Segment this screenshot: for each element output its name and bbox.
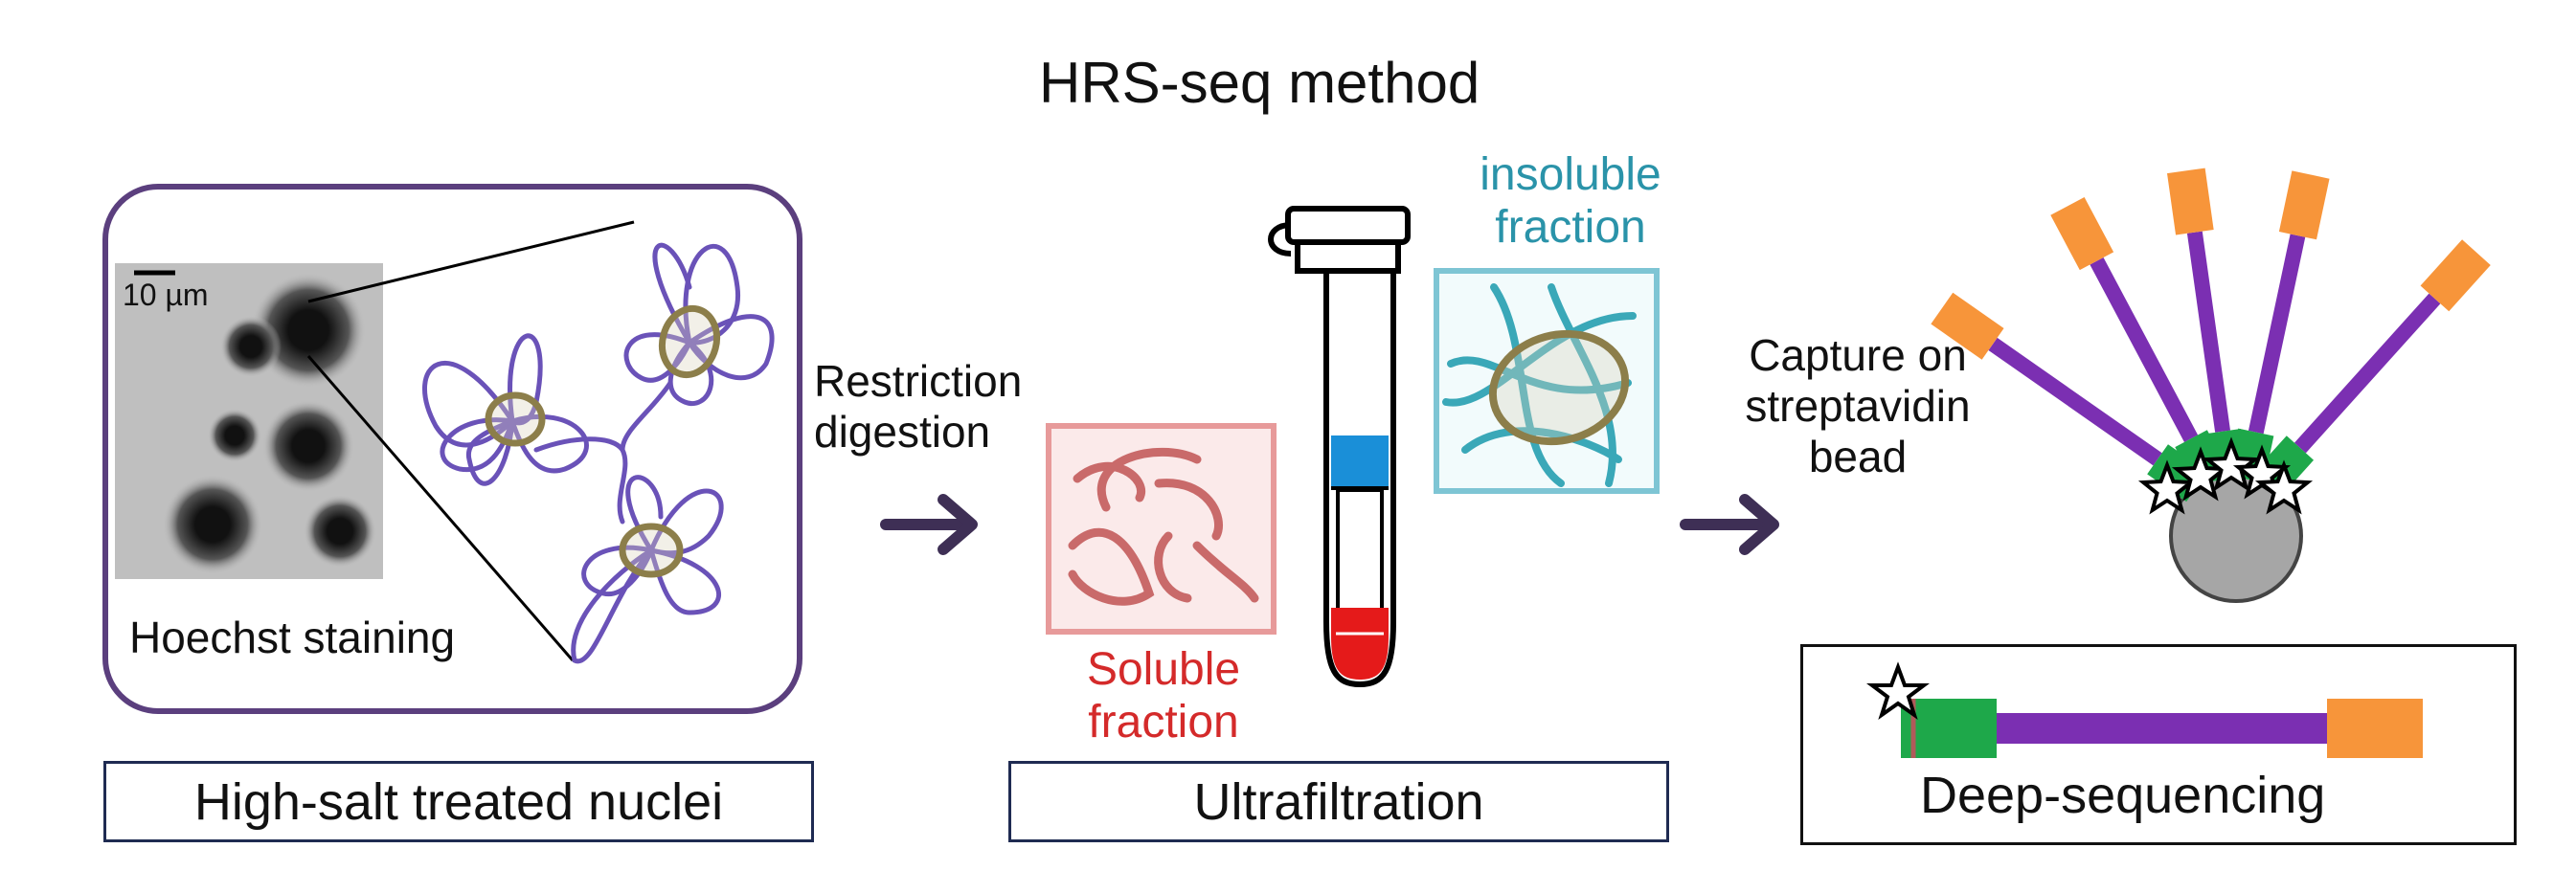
arrow-icon [1680,494,1779,555]
restriction-line: Restriction [814,356,1023,406]
orange-adapter [2167,167,2214,235]
orange-adapter [2278,170,2330,240]
nucleus-blob [304,495,376,568]
deep-sequencing-label: Deep-sequencing [1920,767,2326,824]
ultrafiltration-tube [1268,206,1411,688]
ultrafiltration-label-box: Ultrafiltration [1008,761,1669,842]
nuclei-panel-frame [102,184,802,714]
insoluble-chromatin [1442,283,1637,487]
deep-sequencing-box [1800,644,2517,845]
insoluble-fraction-line: fraction [1495,202,1646,254]
diagram-title: HRS-seq method [1039,51,1480,115]
nuclei-label: High-salt treated nuclei [193,772,724,831]
nucleus-blob [220,316,282,377]
ultrafiltration-label: Ultrafiltration [1193,772,1484,831]
biotin-star-icon [2202,436,2261,492]
hoechst-caption: Hoechst staining [129,613,456,662]
nuclei-label-box: High-salt treated nuclei [103,761,814,842]
soluble-fraction-box [1046,423,1277,635]
insoluble-line: insoluble [1480,149,1661,200]
capture-line-2: streptavidin [1745,380,1971,431]
zoom-line-top [307,220,635,303]
orange-adapter [1931,292,2004,360]
streptavidin-bead [1931,167,2491,603]
insoluble-fraction-text: insoluble fraction [1446,148,1695,254]
zoom-line-bottom [306,355,575,661]
biotin-star-icon [2254,459,2314,515]
nucleus-blob [262,400,354,492]
soluble-fraction-line: fraction [1088,697,1239,748]
nucleus-rings [485,304,721,578]
sequencing-read [1901,699,2423,758]
insoluble-fraction-box [1434,268,1660,494]
dna-insert [2248,234,2306,435]
restriction-digestion-text: Restriction digestion [814,356,1022,458]
capture-line-1: Capture on [1749,330,1967,380]
orange-adapter [2050,196,2114,271]
capture-text: Capture on streptavidin bead [1714,330,2001,482]
biotin-star-icon [1866,661,1930,721]
nucleus-blob [208,409,261,462]
microscope-image [115,263,383,579]
soluble-fraction-text: Soluble fraction [1053,643,1274,748]
scale-bar-label: 10 µm [123,278,209,312]
dna-insert [2186,231,2231,433]
nucleus-blob [163,475,262,574]
biotin-star-icon [2137,459,2197,515]
nucleus-blob [251,273,366,388]
nucleus-ring [1488,329,1630,446]
dna-insert [2294,293,2441,454]
arrow-icon [880,494,978,555]
orange-adapter [2420,239,2491,312]
soluble-line: Soluble [1086,644,1241,695]
dna-loop-halos [422,242,775,664]
dna-insert [1988,337,2162,466]
soluble-fragments [1068,447,1259,606]
capture-line-3: bead [1808,431,1908,481]
dna-insert [2090,257,2199,442]
digestion-line: digestion [814,406,991,457]
